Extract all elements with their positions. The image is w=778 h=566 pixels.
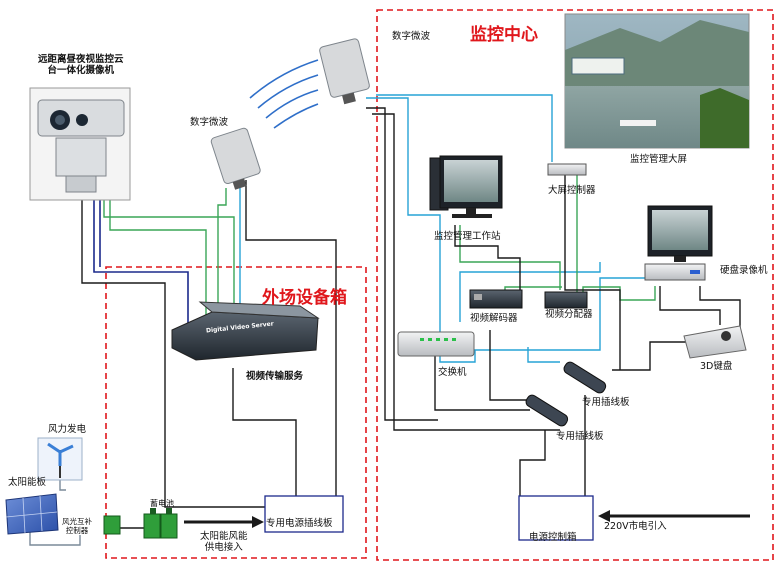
dvr-device: [644, 205, 713, 281]
video-decoder-label: 视频解码器: [470, 313, 518, 324]
power-control-box: [518, 495, 594, 541]
power-strip-2-device: [525, 394, 569, 427]
control-center-title: 监控中心: [470, 25, 538, 45]
switch-label: 交换机: [438, 367, 467, 378]
monitor-screen-label: 监控管理大屏: [630, 154, 688, 165]
connections: [29, 94, 741, 546]
microwave-left-label: 数字微波: [190, 117, 229, 128]
power-arrows: [184, 510, 750, 528]
field-power-strip-box: [264, 495, 344, 533]
power-strip-2-label: 专用插线板: [556, 431, 604, 442]
power-control-box-label: 电源控制箱: [529, 532, 577, 543]
mains-input-label: 220V市电引入: [604, 521, 667, 532]
field-power-strip-label: 专用电源插线板: [266, 518, 333, 529]
wireless-signal: [249, 59, 319, 129]
decoder-device: [469, 289, 523, 309]
wind-power-label: 风力发电: [48, 424, 87, 435]
screen-controller-label: 大屏控制器: [548, 185, 596, 196]
power-strip-1-device: [563, 361, 607, 394]
keyboard-device: [683, 325, 747, 359]
workstation-label: 监控管理工作站: [434, 231, 501, 242]
ptz-camera: [29, 87, 131, 201]
video-server-label: 视频传输服务: [246, 371, 304, 382]
solar-panel-label: 太阳能板: [8, 477, 47, 488]
splitter-device: [544, 291, 588, 309]
microwave-left: [210, 127, 261, 190]
solar-wind-input-label: 太阳能风能 供电接入: [200, 531, 248, 553]
dvr-label: 硬盘录像机: [720, 265, 768, 276]
field-box-border: [105, 266, 367, 559]
monitor-screen-image: [564, 13, 750, 149]
wind-turbine-image: [37, 437, 83, 481]
hybrid-controller-label: 风光互补 控制器: [62, 517, 92, 535]
switch-device: [397, 331, 475, 357]
workstation-device: [429, 155, 503, 218]
solar-panel-image: [5, 493, 59, 535]
video-server-device: [171, 301, 320, 361]
microwave-right: [319, 38, 370, 105]
control-center-border: [376, 9, 774, 561]
field-box-title: 外场设备箱: [262, 288, 347, 308]
battery-label: 蓄电池: [150, 499, 174, 508]
microwave-right-label: 数字微波: [392, 31, 431, 42]
video-splitter-label: 视频分配器: [545, 309, 593, 320]
camera-label: 远距离昼夜视监控云 台一体化摄像机: [38, 54, 124, 76]
controller-battery: [103, 508, 178, 539]
keyboard-3d-label: 3D键盘: [700, 361, 733, 372]
power-strip-1-label: 专用插线板: [582, 397, 630, 408]
screen-controller-device: [547, 163, 587, 176]
